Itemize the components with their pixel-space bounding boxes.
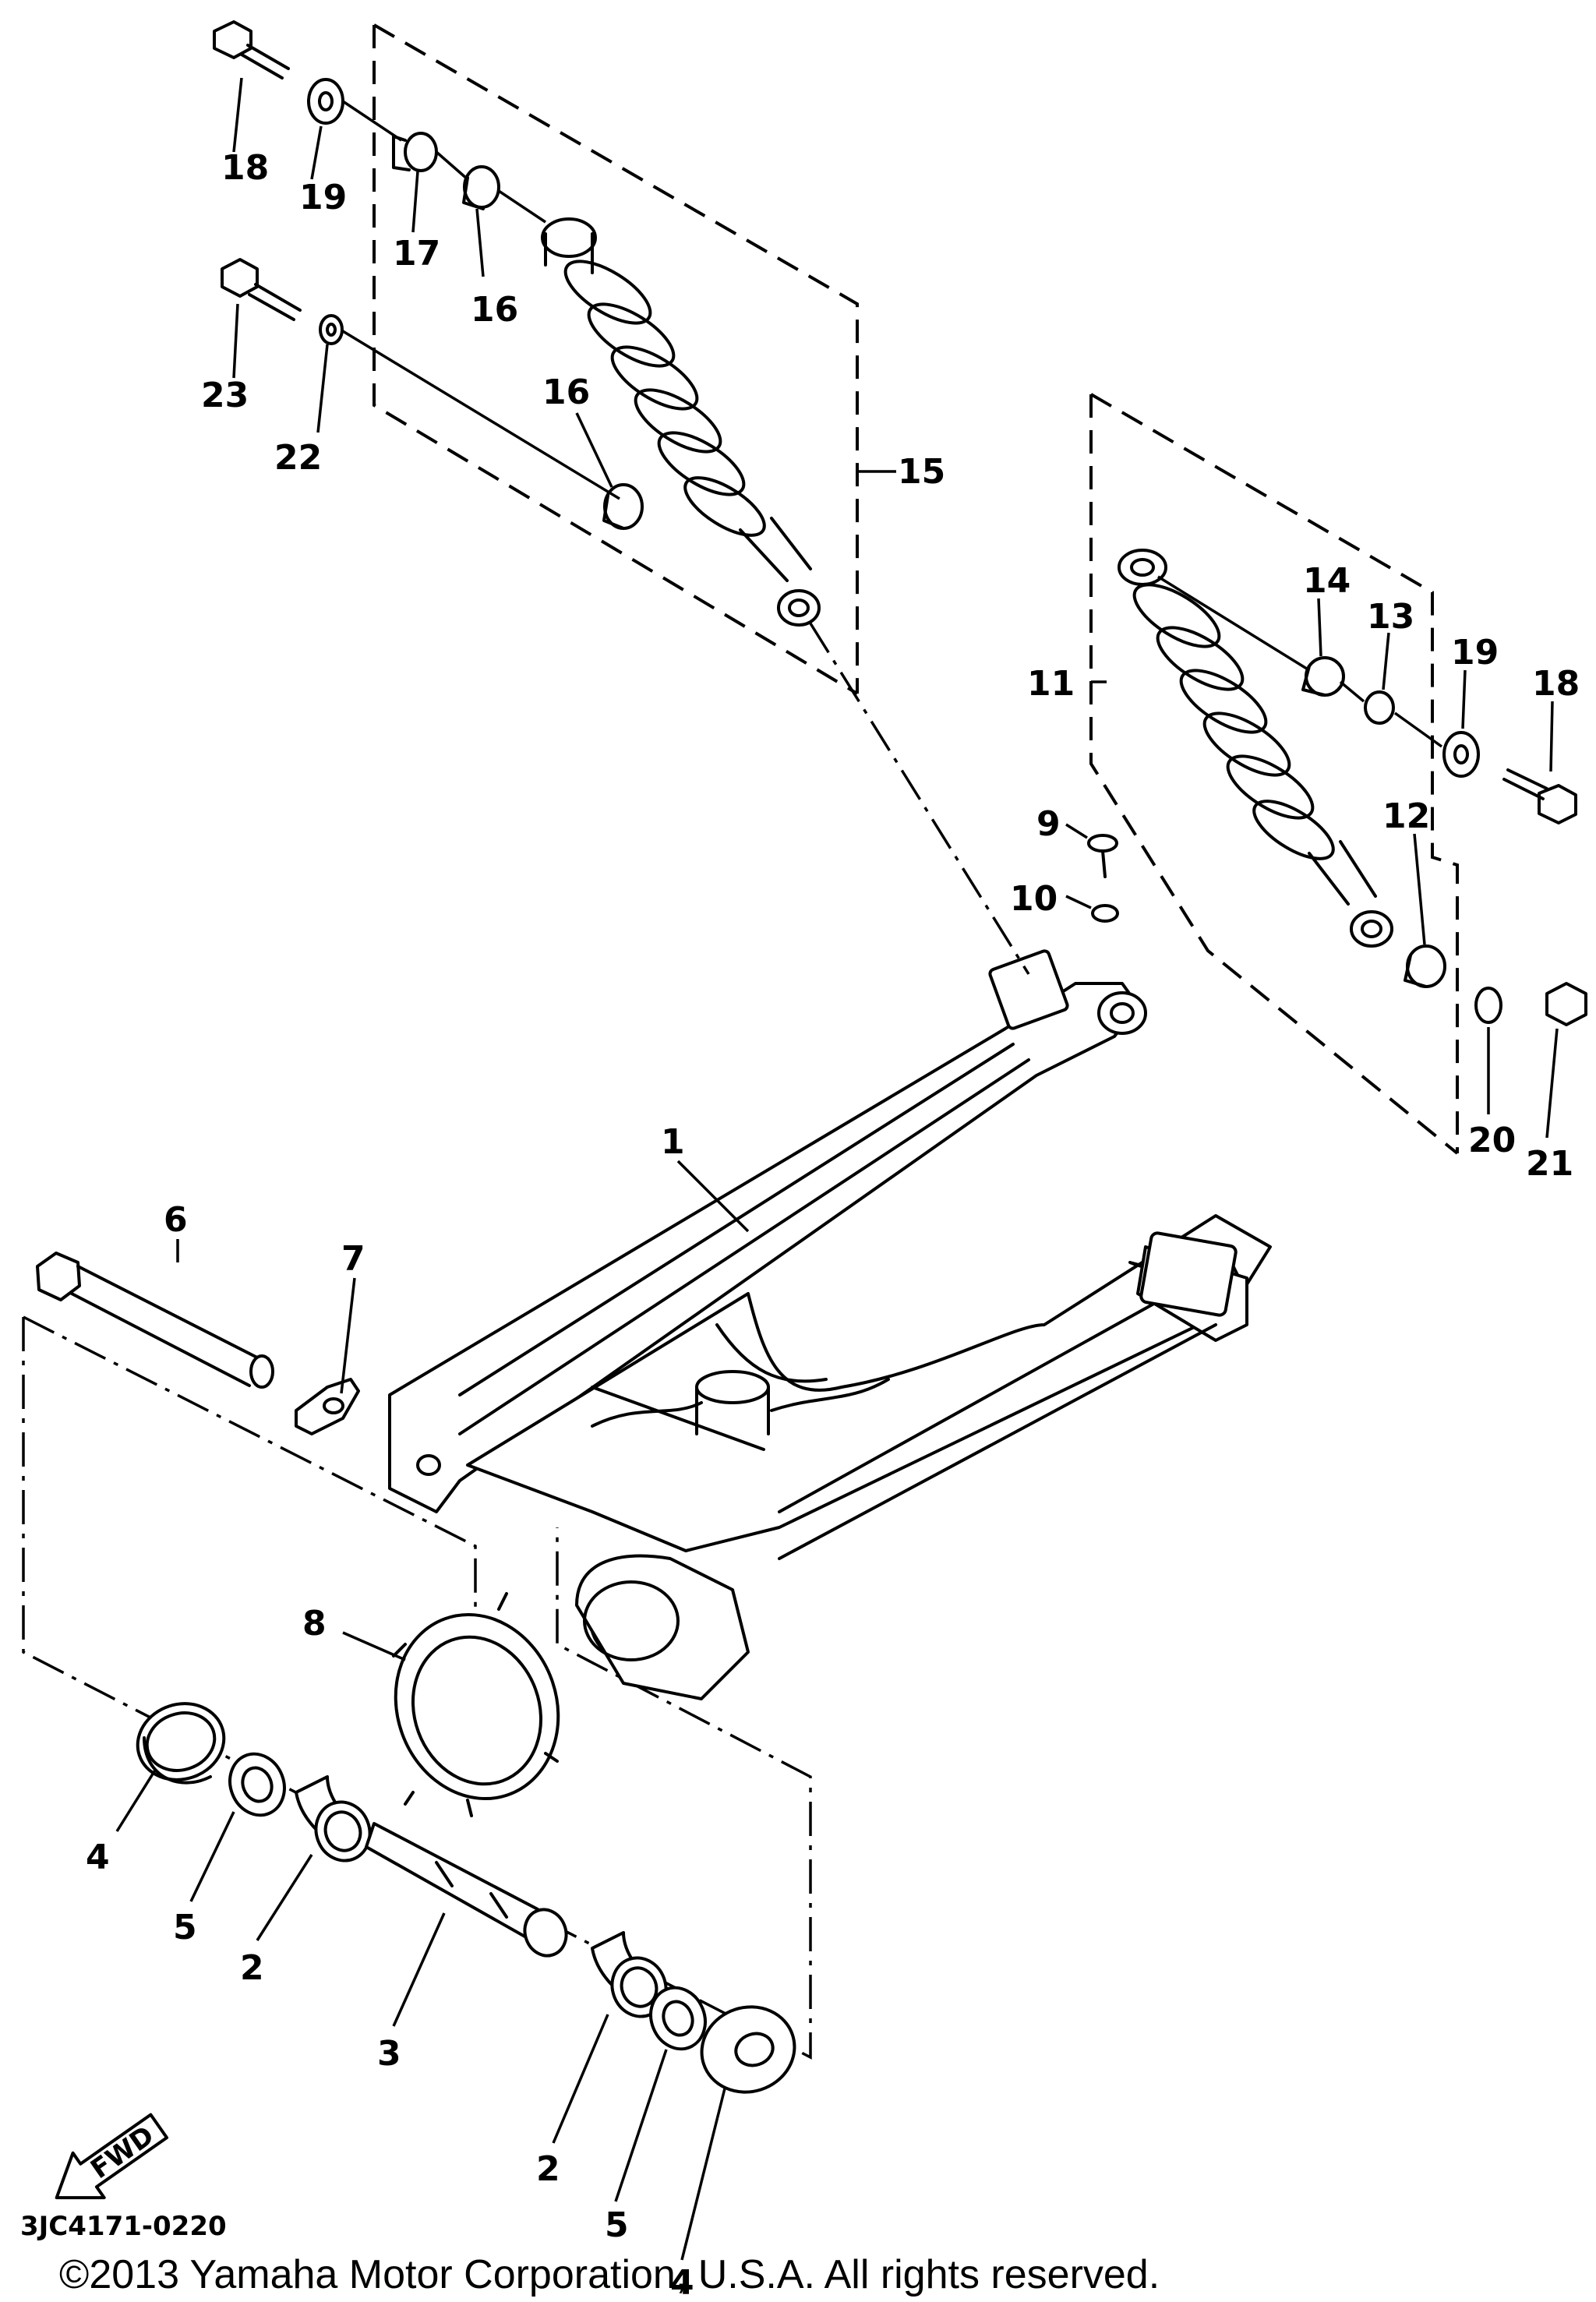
callout-2-right: 2: [536, 2149, 560, 2189]
callout-19-right: 19: [1451, 633, 1499, 673]
callout-16-upper: 16: [471, 290, 518, 330]
bolt-18-left: [213, 20, 290, 79]
callout-5-right: 5: [605, 2205, 629, 2245]
oil-seal-4-right: [700, 2005, 796, 2094]
callout-12: 12: [1382, 796, 1430, 836]
callout-18-right: 18: [1532, 664, 1580, 704]
bolt-18-right: [1502, 768, 1577, 824]
washer-5-right: [649, 1986, 707, 2051]
bearing-2-left: [295, 1775, 372, 1862]
callout-4-right: 4: [670, 2263, 694, 2302]
callout-9: 9: [1036, 804, 1061, 844]
shock-absorber-11: [1118, 549, 1393, 948]
fwd-arrow-icon: FWD: [55, 2113, 169, 2200]
retainer-ring-8: [392, 1592, 560, 1817]
callout-1: 1: [661, 1122, 685, 1162]
callout-19-left: 19: [299, 178, 347, 217]
copyright-notice: ©2013 Yamaha Motor Corporation, U.S.A. A…: [59, 2252, 1160, 2297]
collar-3: [365, 1822, 568, 1958]
callout-3: 3: [377, 2034, 401, 2074]
callout-22: 22: [274, 438, 322, 478]
oil-seal-4-left: [136, 1702, 226, 1785]
pivot-shaft-6: [36, 1252, 274, 1389]
rear-arm-1: [388, 949, 1272, 1700]
shock-absorber-15: [541, 217, 821, 627]
callout-2-left: 2: [240, 1948, 264, 1988]
callout-8: 8: [302, 1604, 327, 1644]
callout-7: 7: [341, 1239, 365, 1279]
callout-14: 14: [1303, 561, 1351, 601]
callout-6: 6: [164, 1200, 188, 1240]
washer-10: [1091, 904, 1119, 923]
callout-5-left: 5: [173, 1908, 197, 1947]
washer-5-left: [228, 1752, 286, 1817]
part-code: 3JC4171-0220: [20, 2211, 227, 2242]
washer-19-right: [1442, 731, 1480, 778]
callout-20: 20: [1468, 1121, 1516, 1160]
shock-assembly-boundary-15: [373, 23, 859, 695]
callout-13: 13: [1367, 597, 1414, 637]
callout-18-left: 18: [221, 148, 269, 188]
bushing-16-upper: [462, 165, 500, 210]
callout-leaders: [115, 77, 1559, 2261]
shock-assembly-boundary-11: [1089, 393, 1459, 1155]
bushing-14: [1301, 656, 1345, 697]
callout-labels: 18 19 17 16 23 22 16 15 14 13 19 18 11 1…: [86, 148, 1580, 2302]
lock-washer-7: [295, 1378, 360, 1435]
assembly-center-lines: [342, 100, 1443, 975]
callout-16-lower: 16: [542, 372, 590, 412]
callout-10: 10: [1010, 879, 1058, 919]
callout-23: 23: [201, 376, 249, 415]
callout-15: 15: [898, 452, 945, 492]
callout-17: 17: [393, 234, 440, 274]
bushing-12: [1404, 944, 1446, 988]
washer-22: [319, 314, 344, 345]
collar-13: [1364, 690, 1395, 725]
spring-coils-11: [1132, 583, 1335, 860]
bolt-23: [221, 258, 302, 321]
nut-21: [1545, 982, 1587, 1026]
bolt-9: [1087, 834, 1118, 878]
fwd-label: FWD: [85, 2120, 160, 2185]
callout-21: 21: [1526, 1144, 1573, 1184]
washer-19-left: [307, 78, 344, 125]
spring-coils-15: [563, 260, 766, 537]
washer-20: [1474, 987, 1502, 1024]
callout-11: 11: [1027, 664, 1075, 704]
callout-4-left: 4: [86, 1838, 110, 1877]
